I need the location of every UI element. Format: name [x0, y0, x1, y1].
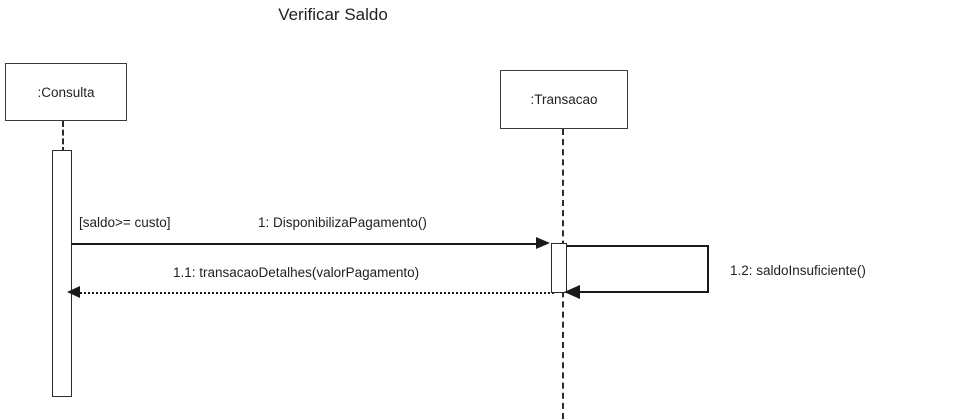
message-label-1: 1: DisponibilizaPagamento() [258, 215, 427, 230]
lifeline-box-consulta[interactable]: :Consulta [5, 63, 127, 121]
arrowhead-left-icon [564, 285, 580, 299]
activation-bar-consulta[interactable] [52, 150, 72, 397]
message-guard-condition: [saldo>= custo] [79, 215, 171, 230]
activation-bar-transacao[interactable] [551, 243, 567, 293]
return-arrow-1-1[interactable] [76, 292, 554, 294]
lifeline-label-transacao: :Transacao [530, 92, 598, 107]
message-label-1-1: 1.1: transacaoDetalhes(valorPagamento) [173, 265, 420, 280]
message-arrow-1[interactable] [71, 243, 546, 245]
self-message-loop-1-2[interactable] [566, 245, 709, 293]
lifeline-label-consulta: :Consulta [37, 84, 95, 100]
arrowhead-right-icon [536, 237, 550, 249]
diagram-title: Verificar Saldo [278, 5, 388, 24]
lifeline-box-transacao[interactable]: :Transacao [500, 70, 628, 129]
message-label-1-2: 1.2: saldoInsuficiente() [730, 263, 866, 278]
arrowhead-left-return-icon [67, 286, 80, 298]
lifeline-dashed-consulta [62, 121, 64, 153]
